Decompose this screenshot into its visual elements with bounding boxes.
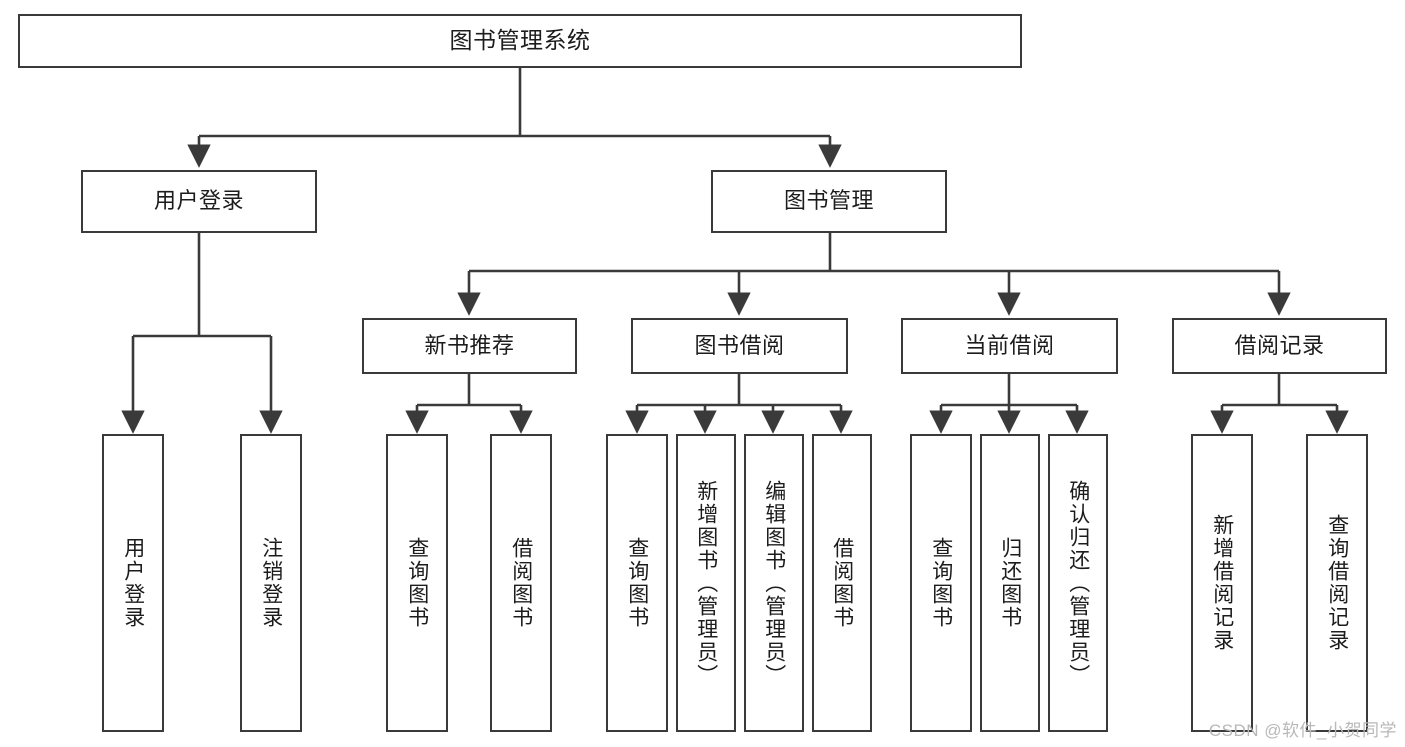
- node-current-borrow[interactable]: 当前借阅: [901, 318, 1118, 374]
- node-label: 图书借阅: [694, 332, 785, 358]
- node-label: 查询借阅记录: [1325, 514, 1349, 652]
- leaf-confirm-return-admin[interactable]: 确认归还（管理员）: [1048, 434, 1108, 732]
- node-label: 新增图书（管理员）: [694, 479, 718, 687]
- node-label: 查询图书: [625, 537, 649, 629]
- leaf-logout[interactable]: 注销登录: [240, 434, 302, 732]
- node-book-borrow[interactable]: 图书借阅: [631, 318, 848, 374]
- node-label: 编辑图书（管理员）: [762, 479, 786, 687]
- node-borrow-records[interactable]: 借阅记录: [1172, 318, 1387, 374]
- leaf-query-book-recommend[interactable]: 查询图书: [386, 434, 448, 732]
- node-label: 新书推荐: [424, 332, 515, 358]
- leaf-borrow-book-recommend[interactable]: 借阅图书: [490, 434, 552, 732]
- node-root-system[interactable]: 图书管理系统: [18, 14, 1022, 68]
- node-label: 用户登录: [121, 537, 145, 629]
- node-user-login[interactable]: 用户登录: [81, 170, 317, 233]
- leaf-query-book-borrow[interactable]: 查询图书: [606, 434, 668, 732]
- node-label: 当前借阅: [964, 332, 1055, 358]
- node-label: 注销登录: [259, 537, 283, 629]
- leaf-query-book-current[interactable]: 查询图书: [910, 434, 972, 732]
- leaf-query-borrow-record[interactable]: 查询借阅记录: [1306, 434, 1368, 732]
- leaf-edit-book-admin[interactable]: 编辑图书（管理员）: [744, 434, 804, 732]
- node-label: 新增借阅记录: [1210, 514, 1234, 652]
- node-label: 图书管理系统: [449, 27, 591, 54]
- leaf-user-login[interactable]: 用户登录: [102, 434, 164, 732]
- node-label: 归还图书: [998, 537, 1022, 629]
- node-label: 图书管理: [783, 188, 874, 214]
- leaf-borrow-book[interactable]: 借阅图书: [812, 434, 872, 732]
- leaf-add-borrow-record[interactable]: 新增借阅记录: [1191, 434, 1253, 732]
- node-label: 查询图书: [929, 537, 953, 629]
- node-label: 借阅图书: [830, 537, 854, 629]
- node-label: 查询图书: [405, 537, 429, 629]
- leaf-add-book-admin[interactable]: 新增图书（管理员）: [676, 434, 736, 732]
- watermark-text: CSDN @软件_小贺同学: [1208, 721, 1397, 740]
- node-new-book-recommend[interactable]: 新书推荐: [362, 318, 577, 374]
- leaf-return-book[interactable]: 归还图书: [980, 434, 1040, 732]
- node-label: 用户登录: [153, 188, 244, 214]
- node-book-management[interactable]: 图书管理: [711, 170, 947, 233]
- node-label: 借阅记录: [1234, 332, 1325, 358]
- node-label: 确认归还（管理员）: [1066, 479, 1090, 687]
- node-label: 借阅图书: [509, 537, 533, 629]
